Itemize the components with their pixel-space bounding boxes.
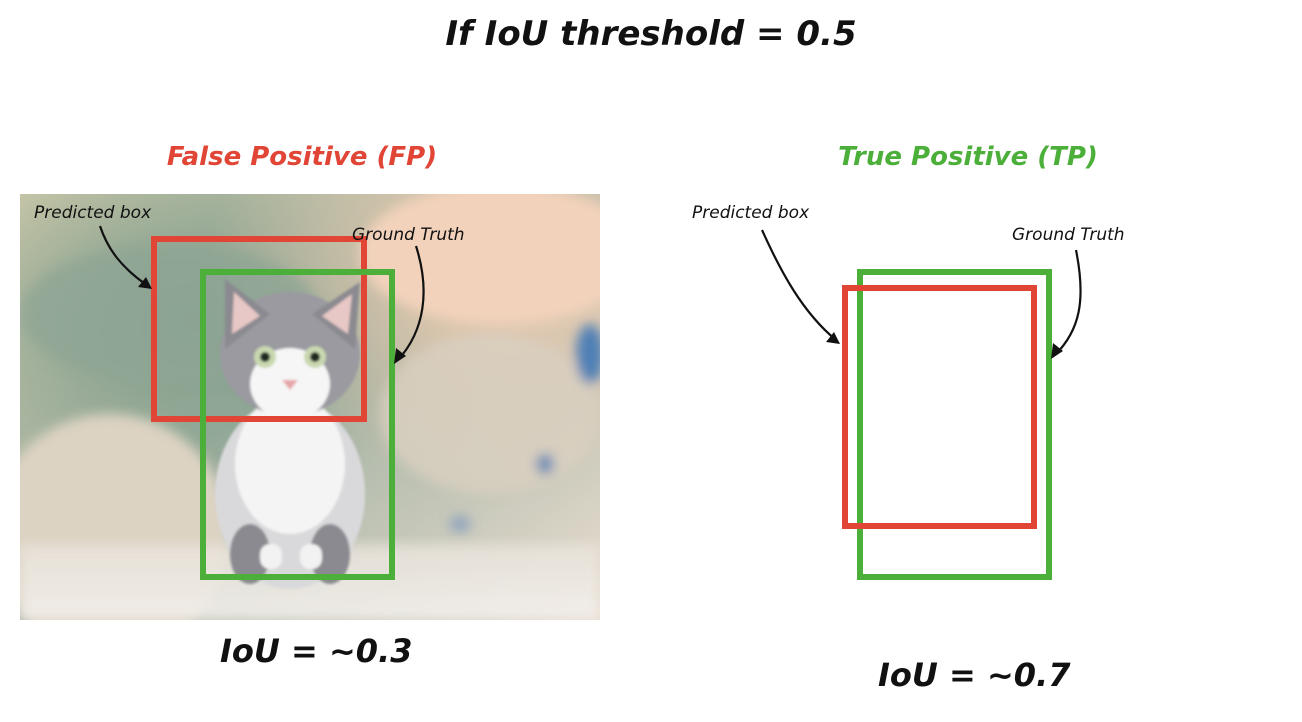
fp-kitten-photo (20, 194, 600, 620)
tp-kitten-photo (678, 194, 1258, 620)
tp-panel-title: True Positive (TP) (838, 142, 1098, 172)
tp-predicted-box-label: Predicted box (692, 203, 810, 223)
kitten-photo-icon (678, 194, 1258, 620)
page-title: If IoU threshold = 0.5 (445, 14, 857, 54)
fp-ground-truth-label: Ground Truth (352, 225, 465, 245)
fp-iou-value: IoU = ~0.3 (220, 632, 413, 670)
tp-ground-truth-box (857, 269, 1052, 580)
tp-predicted-box (842, 285, 1037, 529)
tp-iou-value: IoU = ~0.7 (878, 656, 1071, 694)
fp-panel-title: False Positive (FP) (166, 142, 438, 172)
kitten-photo-icon (20, 194, 600, 620)
fp-predicted-box-label: Predicted box (34, 203, 152, 223)
tp-ground-truth-label: Ground Truth (1012, 225, 1125, 245)
curved-arrow-icon (760, 229, 1082, 359)
